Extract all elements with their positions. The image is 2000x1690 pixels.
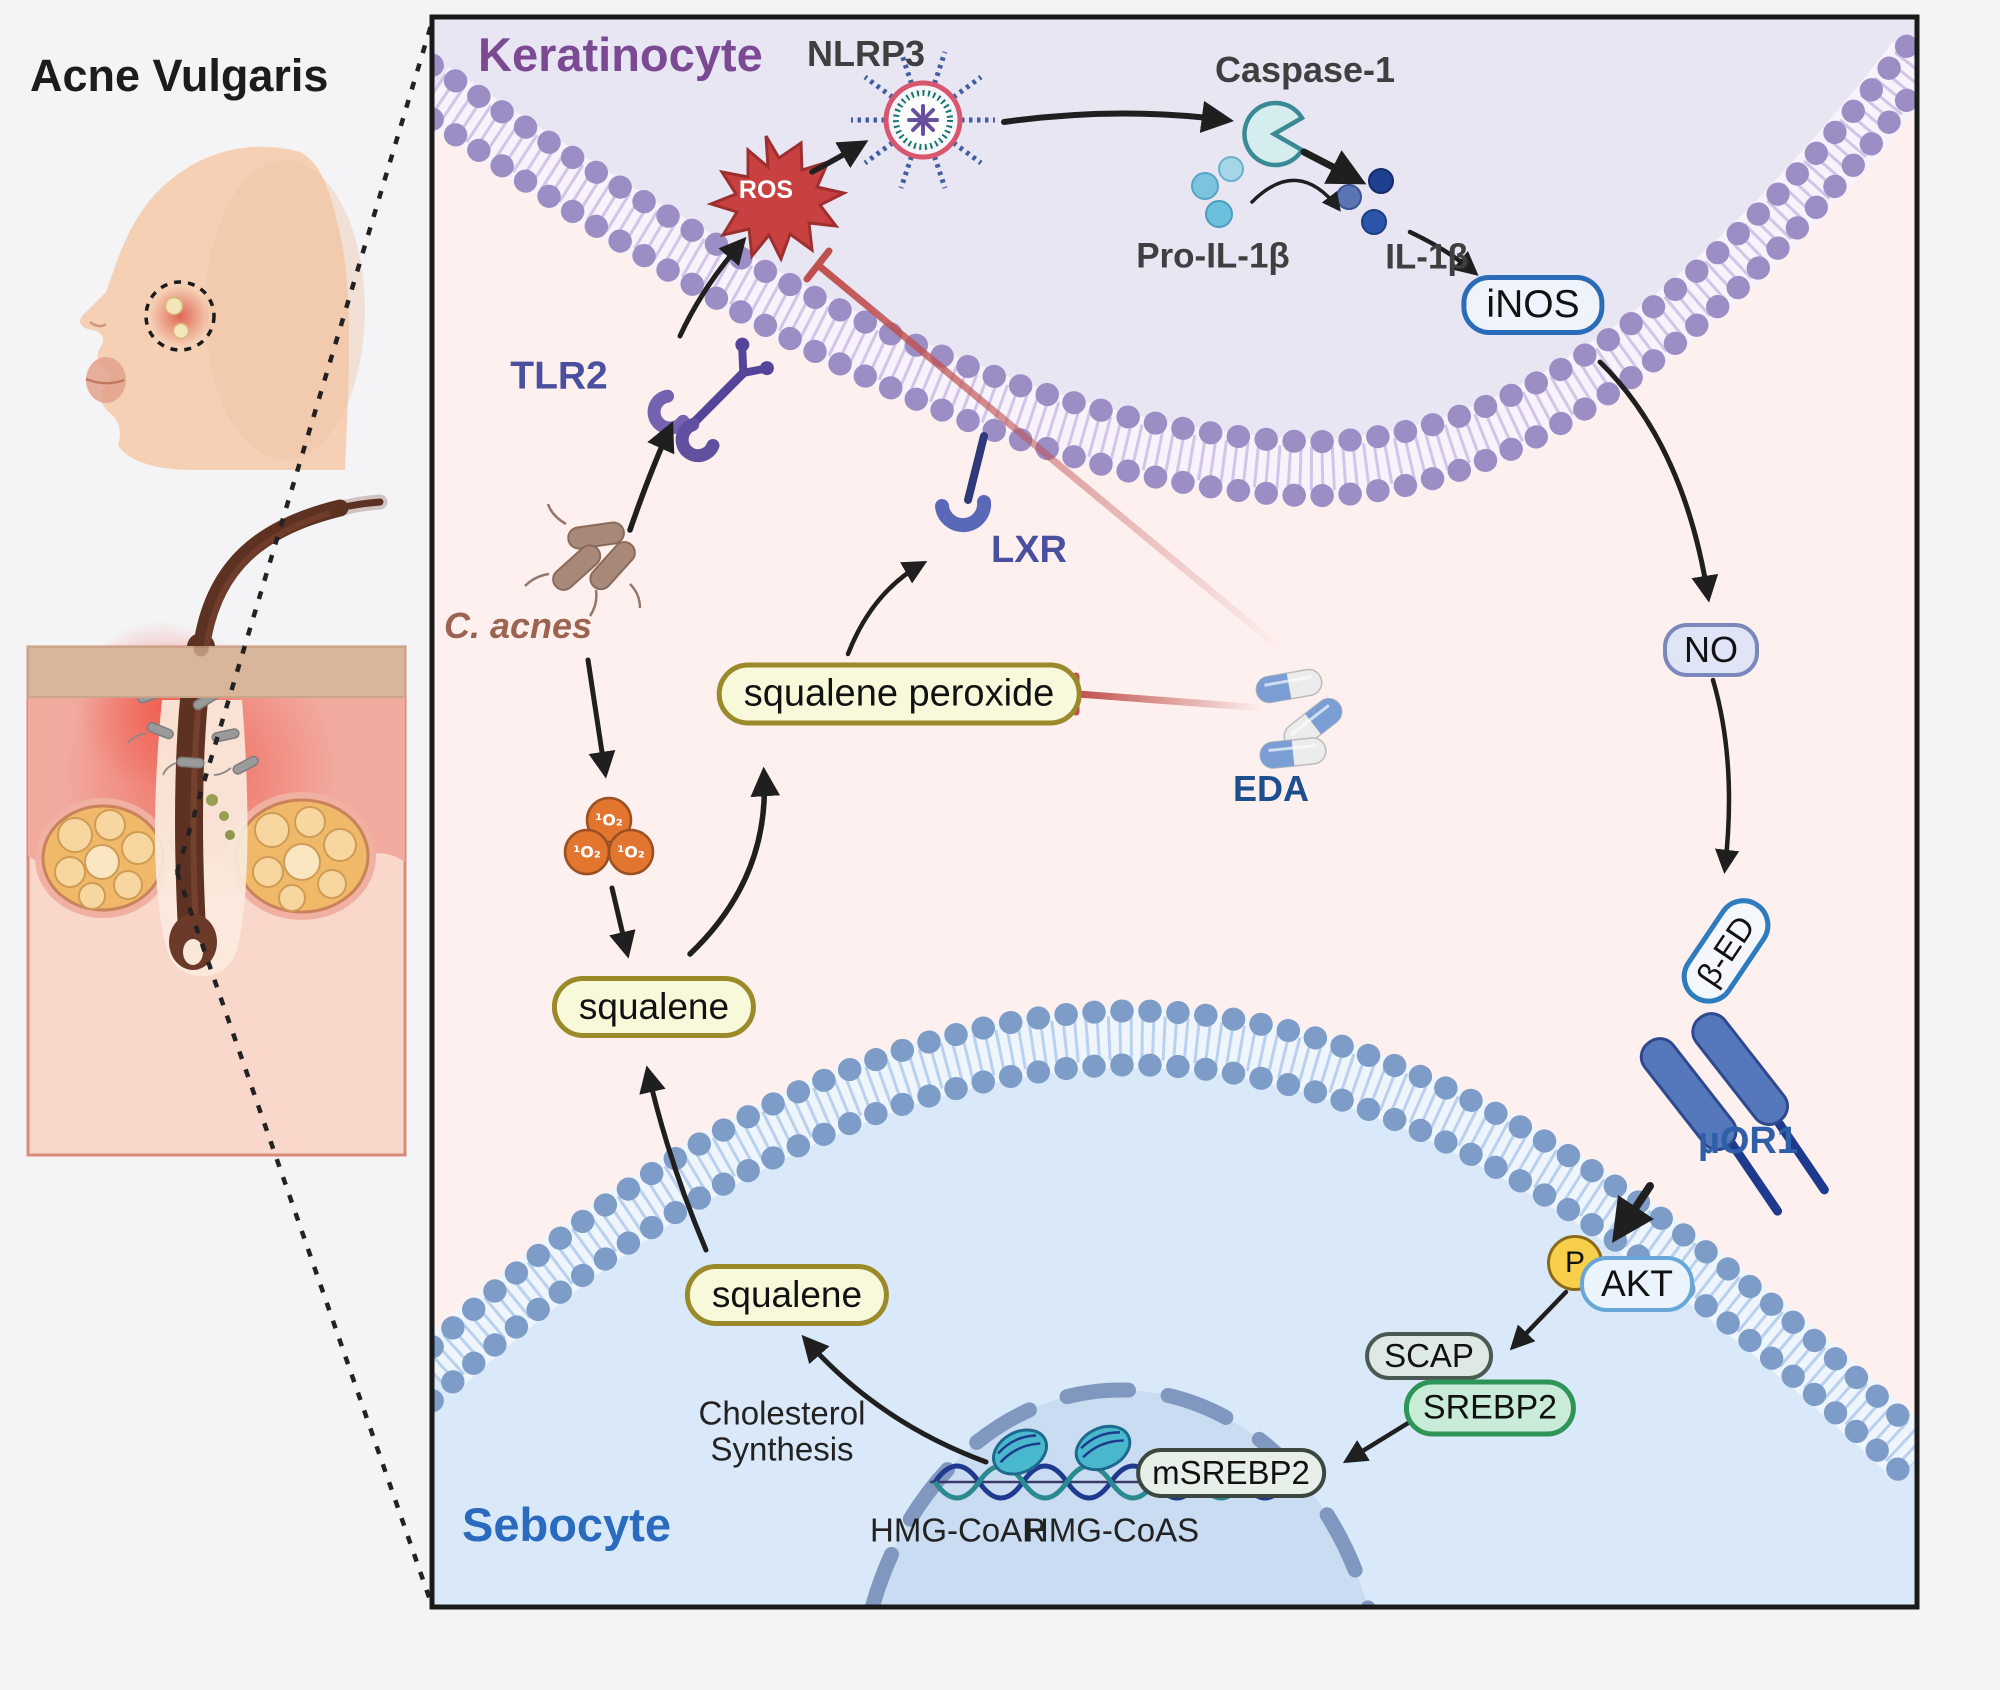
pathway-arrows bbox=[585, 100, 1740, 1465]
arrow-cacnes-to-tlr2 bbox=[627, 421, 675, 533]
eda-pills-icon bbox=[1255, 668, 1343, 769]
sebaceous-gland-left bbox=[35, 798, 171, 918]
lips bbox=[86, 357, 126, 403]
no-box: NO bbox=[1663, 623, 1759, 677]
ros-label: ROS bbox=[738, 175, 794, 204]
pro-il1b-icon bbox=[1191, 156, 1244, 228]
hmg-coas-label: HMG-CoAS bbox=[1024, 1511, 1200, 1549]
il1b-label: IL-1β bbox=[1385, 237, 1469, 277]
arrow-cacnes-to-o2 bbox=[585, 657, 616, 779]
c-acnes-label: C. acnes bbox=[443, 605, 593, 647]
arrow-tlr2-to-ros bbox=[677, 236, 747, 339]
uor1-label: µOR1 bbox=[1697, 1120, 1799, 1163]
inhibit-eda-ros bbox=[815, 262, 1285, 653]
nostril bbox=[89, 320, 107, 328]
figure-title: Acne Vulgaris bbox=[30, 50, 329, 101]
arrow-p-to-srebp2 bbox=[1509, 1289, 1569, 1351]
sebaceous-gland-right bbox=[228, 792, 376, 920]
scap-box: SCAP bbox=[1365, 1332, 1493, 1380]
keratinocyte-region bbox=[434, 19, 1915, 469]
arrow-caspase1-to-il1b bbox=[1300, 148, 1367, 185]
arrow-squalene-export bbox=[639, 1065, 709, 1253]
arrow-o2-to-squalene bbox=[609, 885, 636, 959]
squalene-extracellular-box: squalene bbox=[551, 976, 757, 1038]
hmg-coar-label: HMG-CoAR bbox=[869, 1511, 1047, 1549]
sebocyte-label: Sebocyte bbox=[462, 1498, 671, 1551]
keratinocyte-label: Keratinocyte bbox=[478, 28, 763, 81]
arrow-uor1-to-akt bbox=[1612, 1182, 1654, 1243]
arrow-peroxide-to-lxr bbox=[845, 561, 928, 657]
arrow-proil1b-to-il1b bbox=[1250, 178, 1341, 212]
eda-label: EDA bbox=[1232, 768, 1310, 810]
squalene-peroxide-box: squalene peroxide bbox=[716, 662, 1082, 726]
panel-border bbox=[429, 14, 1920, 1610]
arrow-nlrp3-to-caspase1 bbox=[1001, 100, 1235, 133]
skin-surface-strip bbox=[27, 646, 406, 698]
tlr2-receptor-icon bbox=[647, 337, 774, 463]
follicle-inset bbox=[26, 494, 407, 1157]
face-illustration bbox=[80, 146, 365, 470]
tlr2-label: TLR2 bbox=[510, 354, 608, 398]
inhibit-eda-peroxide bbox=[1077, 690, 1263, 712]
singlet-oxygen-icon bbox=[563, 796, 655, 876]
squalene-sebocyte-box: squalene bbox=[684, 1264, 890, 1326]
inos-box: iNOS bbox=[1461, 275, 1605, 335]
singlet-o2-label: ¹O₂ bbox=[573, 842, 601, 862]
cholesterol-synthesis-line1: Cholesterol bbox=[698, 1394, 866, 1432]
transcription-complex-icon bbox=[1074, 1424, 1132, 1472]
arrow-inos-to-no bbox=[1597, 359, 1719, 603]
akt-box: AKT bbox=[1580, 1256, 1694, 1312]
arrow-nucleus-to-squalene bbox=[801, 1334, 989, 1465]
zoom-cone-lines bbox=[174, 21, 435, 1601]
acne-dashed-circle bbox=[144, 280, 216, 352]
cholesterol-synthesis-line2: Synthesis bbox=[710, 1430, 854, 1468]
acne-spot bbox=[150, 286, 210, 346]
arrow-il1b-to-inos bbox=[1407, 229, 1479, 276]
mu-or1-receptor-icon bbox=[1639, 1012, 1829, 1216]
nlrp3-label: NLRP3 bbox=[806, 33, 926, 75]
il1b-icon bbox=[1336, 168, 1394, 235]
caspase1-label: Caspase-1 bbox=[1214, 49, 1396, 91]
cheek-shade bbox=[205, 160, 365, 460]
transcription-complex-icon bbox=[992, 1428, 1048, 1476]
lxr-label: LXR bbox=[991, 529, 1067, 572]
arrow-ros-to-nlrp3 bbox=[809, 140, 869, 175]
nucleus bbox=[865, 1382, 1375, 1605]
caspase1-icon bbox=[1242, 100, 1306, 168]
msrebp2-box: mSREBP2 bbox=[1136, 1448, 1326, 1498]
singlet-o2-label: ¹O₂ bbox=[595, 810, 623, 830]
singlet-o2-label: ¹O₂ bbox=[617, 842, 645, 862]
nuclear-envelope-dashed bbox=[865, 1382, 1375, 1605]
c-acnes-icon bbox=[524, 503, 642, 617]
srebp2-box: SREBP2 bbox=[1403, 1379, 1577, 1437]
arrow-no-to-bed bbox=[1710, 677, 1740, 875]
arrow-squalene-to-peroxide bbox=[687, 766, 781, 957]
lxr-receptor-icon bbox=[935, 432, 992, 533]
pro-il1b-label: Pro-IL-1β bbox=[1136, 236, 1290, 276]
nlrp3-inflammasome-icon bbox=[851, 51, 995, 189]
